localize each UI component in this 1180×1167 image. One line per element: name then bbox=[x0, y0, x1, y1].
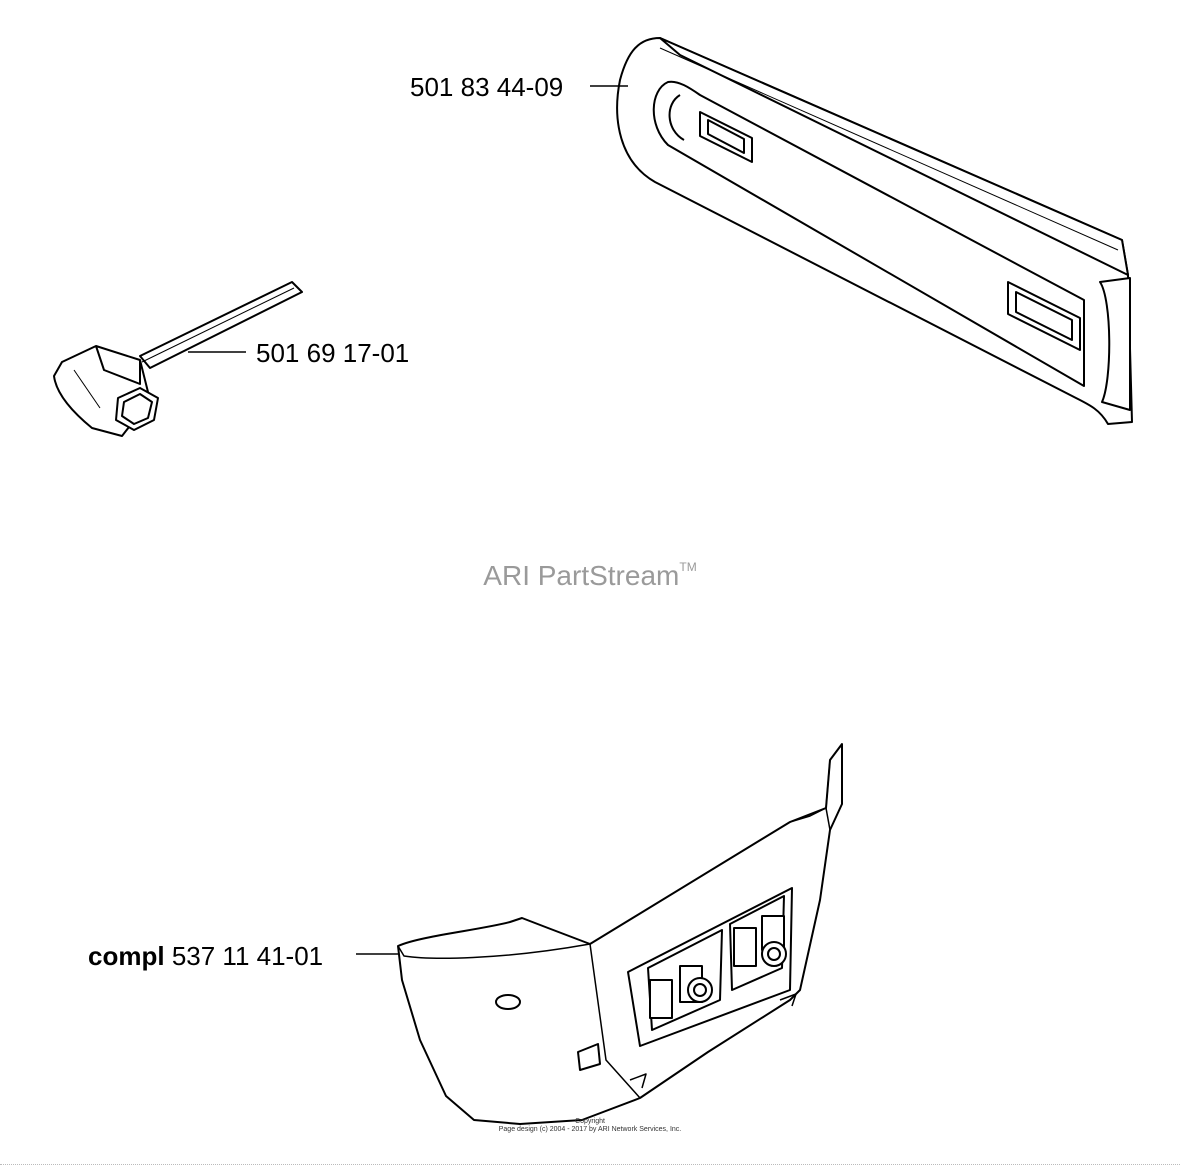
clutch-cover-drawing bbox=[397, 743, 843, 1125]
part-number-text: 501 69 17-01 bbox=[256, 338, 410, 368]
part-number-wrench: 501 69 17-01 bbox=[256, 340, 409, 366]
part-number-text: 501 83 44-09 bbox=[410, 72, 564, 102]
part-number-clutch-cover: compl 537 11 41-01 bbox=[88, 943, 323, 969]
watermark-text: ARI PartStream bbox=[483, 560, 680, 591]
watermark: ARI PartStreamTM bbox=[0, 560, 1180, 592]
part-number-text: 537 11 41-01 bbox=[171, 941, 324, 971]
part-number-bar-guard: 501 83 44-09 bbox=[410, 74, 563, 100]
part-prefix-text: compl bbox=[88, 941, 165, 971]
copyright-line-1: Copyright bbox=[575, 1118, 605, 1125]
trademark-mark: TM bbox=[679, 560, 697, 574]
copyright-notice: Copyright Page design (c) 2004 - 2017 by… bbox=[0, 1118, 1180, 1133]
bottom-divider bbox=[0, 1164, 1180, 1165]
copyright-line-2: Page design (c) 2004 - 2017 by ARI Netwo… bbox=[498, 1125, 682, 1133]
combination-wrench-drawing bbox=[53, 281, 303, 437]
bar-guard-drawing bbox=[616, 37, 1133, 425]
